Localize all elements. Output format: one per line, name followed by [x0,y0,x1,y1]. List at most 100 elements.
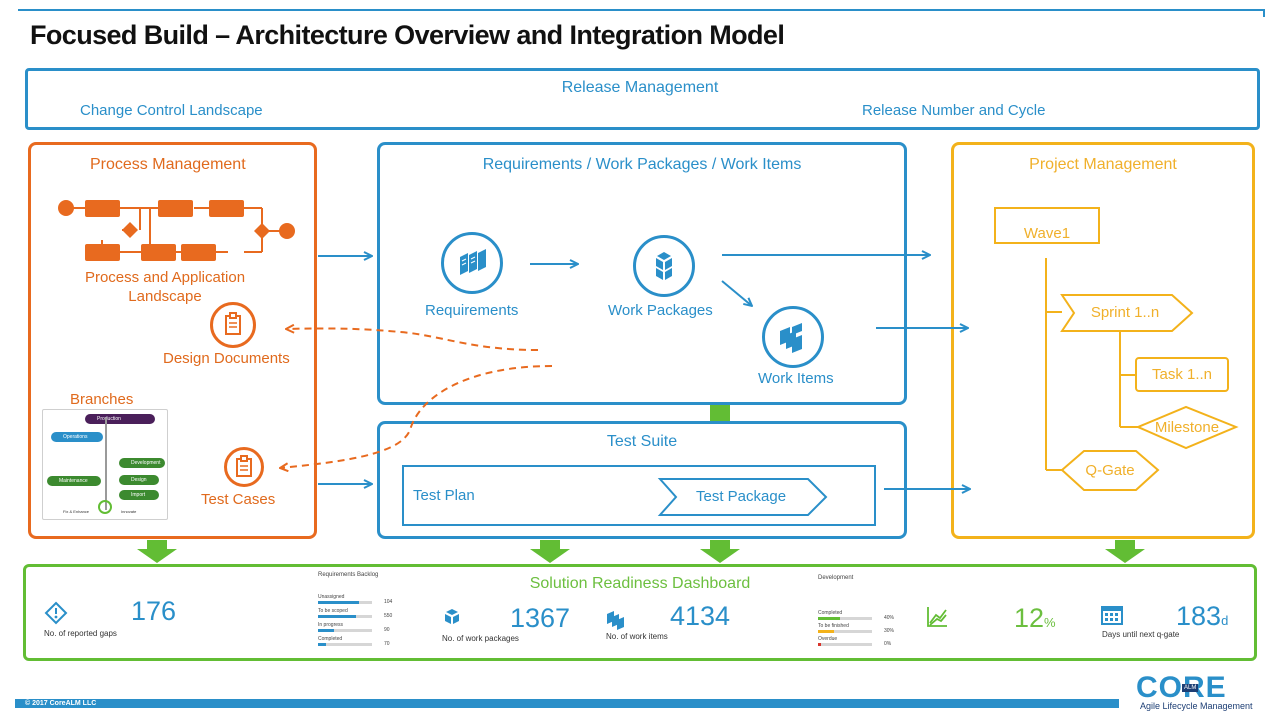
test-suite-title: Test Suite [606,433,678,450]
work-packages-icon [633,235,695,297]
process-step-2 [158,200,193,217]
development-row-track [818,643,872,646]
header-rule-tick [1263,9,1265,17]
green-arrow-test-left [530,540,570,563]
footer-bar [15,699,1119,708]
work-items-count-label: No. of work items [606,632,668,641]
days-label: Days until next q-gate [1102,630,1180,639]
branch-development: Development [119,458,165,468]
gaps-warning-icon [44,601,68,625]
process-landscape-label: Process and Application Landscape [84,269,246,305]
backlog-row-value: 104 [384,599,393,605]
task-label: Task 1..n [1151,366,1213,383]
test-plan-label: Test Plan [413,487,475,504]
dashboard-work-items-icon [607,611,624,630]
calendar-icon [1101,606,1123,625]
process-management-title: Process Management [90,156,246,173]
qgate-label: Q-Gate [1085,462,1135,479]
process-step-3 [209,200,244,217]
development-row-label: To be finished [818,623,849,629]
branch-production: Production [85,414,155,424]
milestone-label: Milestone [1154,419,1220,436]
backlog-row-track [318,615,372,618]
green-connector-req-test [710,405,730,421]
backlog-row-label: Unassigned [318,594,345,600]
process-step-5 [141,244,176,261]
readiness-percent-number: 12 [1014,603,1045,633]
development-row-track [818,617,872,620]
dashboard-title: Solution Readiness Dashboard [529,575,751,592]
dashboard-box [23,564,1257,661]
core-logo: CORE [1136,672,1227,704]
work-packages-value: 1367 [510,603,571,633]
backlog-row-value: 70 [384,641,390,647]
development-row-label: Completed [818,610,843,616]
design-documents-label: Design Documents [163,350,290,367]
test-plan-box [402,465,876,526]
green-arrow-process [137,540,177,563]
days-value: 183d [1176,601,1228,632]
gaps-value: 176 [131,596,177,626]
requirements-icon [441,232,503,294]
release-management-title: Release Management [561,79,719,96]
release-number-cycle-label: Release Number and Cycle [862,102,1046,119]
requirements-label: Requirements [425,302,519,319]
work-items-label: Work Items [758,370,834,387]
wave-label: Wave1 [1023,225,1071,242]
backlog-row-value: 550 [384,613,393,619]
backlog-row-track [318,629,372,632]
branches-diagram: Production Operations Development Mainte… [42,409,168,520]
project-management-title: Project Management [1029,156,1177,173]
process-step-4 [85,244,120,261]
project-management-box [951,142,1255,539]
development-row-fill [818,617,840,620]
backlog-title: Requirements Backlog [318,572,379,578]
requirements-title: Requirements / Work Packages / Work Item… [482,156,802,173]
process-step-1 [85,200,120,217]
days-number: 183 [1176,601,1222,631]
branch-trunk [105,418,107,510]
work-items-icon [762,306,824,368]
backlog-row-fill [318,643,327,646]
backlog-row-label: To be scoped [318,608,348,614]
backlog-row-fill [318,601,359,604]
readiness-percent-value: 12% [1014,603,1056,634]
development-row-value: 40% [884,615,895,621]
backlog-row-label: Completed [318,636,343,642]
development-row-fill [818,630,835,633]
branch-fix-enhance: Fix & Enhance [63,509,90,514]
branch-cycle-icon [98,500,112,514]
green-arrow-project [1105,540,1145,563]
header-rule [18,9,1265,11]
work-items-value: 4134 [670,601,731,631]
development-bars: Completed 40% To be finished 30% Overdue 0% [818,610,898,655]
branch-operations: Operations [51,432,103,442]
work-packages-count-label: No. of work packages [442,634,519,643]
footer-copyright: © 2017 CoreALM LLC [25,700,97,707]
backlog-row-label: In progress [318,622,344,628]
green-arrow-test-right [700,540,740,563]
core-logo-badge: ALM [1182,684,1199,692]
readiness-percent-unit: % [1044,615,1056,630]
branch-maintenance: Maintenance [47,476,101,486]
development-row-label: Overdue [818,636,838,642]
release-management-box [25,68,1260,130]
process-step-6 [181,244,216,261]
development-row-value: 30% [884,628,895,634]
backlog-row-track [318,643,372,646]
branch-design: Design [119,475,159,485]
days-unit: d [1221,613,1229,628]
dashboard-work-packages-icon [445,609,459,624]
test-package-label: Test Package [696,488,787,505]
backlog-row-fill [318,615,356,618]
backlog-row-track [318,601,372,604]
development-row-track [818,630,872,633]
development-row-fill [818,643,821,646]
sprint-label: Sprint 1..n [1090,304,1160,321]
test-cases-label: Test Cases [201,491,276,508]
design-documents-icon [210,302,256,348]
development-row-value: 0% [884,641,892,647]
work-packages-label: Work Packages [608,302,713,319]
test-cases-icon [224,447,264,487]
